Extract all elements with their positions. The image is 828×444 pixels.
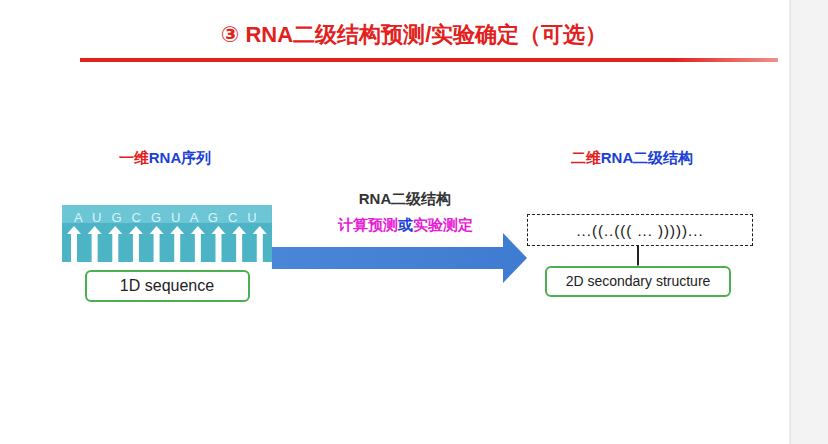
base-pin [212,226,226,262]
heading-text: 二维 [571,149,601,166]
dot-bracket-text: ...((..((( ... )))))... [576,222,703,239]
strip-band [62,205,272,223]
box-label: 1D sequence [120,277,214,295]
margin-line [790,0,791,444]
heading-text: 实验测定 [413,216,473,233]
slide-title: ③ RNA二级结构预测/实验确定（可选） [0,20,828,50]
heading-group: 计算预测或实验测定 [338,216,473,235]
sequence-strip: A U G C G U A G C U [62,205,272,262]
side-margin [790,0,828,444]
base-pin [253,226,267,262]
base-pin [129,226,143,262]
box-label: 2D secondary structure [566,273,711,289]
label-box: 1D sequence [85,270,250,302]
structure-box: ...((..((( ... )))))... [527,214,753,246]
heading-text: RNA二级结构 [359,190,452,207]
base-pin [88,226,102,262]
base-pin [170,226,184,262]
base-pin [232,226,246,262]
base-pin [150,226,164,262]
heading-text: 计算预测 [338,216,398,233]
base-pin [191,226,205,262]
base-pin [108,226,122,262]
heading-text: RNA序列 [149,149,212,166]
heading-text: 一维 [119,149,149,166]
heading-group: 二维RNA二级结构 [571,149,694,168]
base-letters: A U G C G U A G C U [74,210,260,225]
heading-text: 或 [398,216,413,233]
heading-group: 一维RNA序列 [119,149,212,168]
connector-line [637,246,639,266]
label-box: 2D secondary structure [545,266,731,297]
block-arrow [272,233,527,283]
title-rule [80,58,778,62]
heading-text: RNA二级结构 [601,149,694,166]
heading-group: RNA二级结构 [359,190,452,209]
base-pin [67,226,81,262]
